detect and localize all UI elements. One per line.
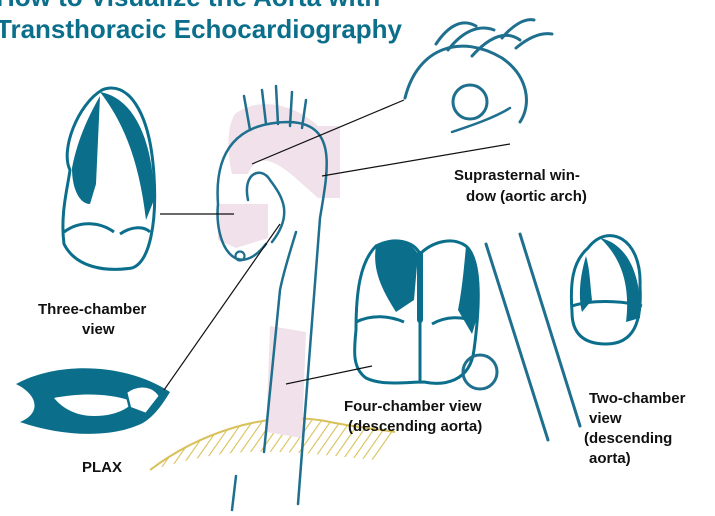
two-chamber-heart-icon xyxy=(571,236,642,344)
label-four-chamber-line-1: Four-chamber view xyxy=(344,397,482,416)
diagram-title-line-1: How to Visualize the Aorta with xyxy=(0,0,380,12)
label-two-chamber-line-1: Two-chamber xyxy=(589,389,685,408)
ascending-aorta-highlight xyxy=(218,204,268,248)
label-three-chamber-line-2: view xyxy=(82,320,115,339)
label-two-chamber-line-2: view xyxy=(589,409,622,428)
aortic-arch-icon xyxy=(405,20,552,132)
label-three-chamber-line-1: Three-chamber xyxy=(38,300,146,319)
plax-heart-icon xyxy=(16,368,170,434)
diagram-title-line-2: Transthoracic Echocardiography xyxy=(0,14,402,44)
transducer-icon xyxy=(486,234,580,440)
label-two-chamber-line-4: aorta) xyxy=(589,449,631,468)
label-plax: PLAX xyxy=(82,458,122,477)
label-suprasternal-line-1: Suprasternal win- xyxy=(454,166,580,185)
label-suprasternal-line-2: dow (aortic arch) xyxy=(466,187,587,206)
label-four-chamber-line-2: (descending aorta) xyxy=(348,417,482,436)
three-chamber-heart-icon xyxy=(63,88,155,269)
four-chamber-heart-icon xyxy=(355,240,497,389)
label-two-chamber-line-3: (descending xyxy=(584,429,672,448)
